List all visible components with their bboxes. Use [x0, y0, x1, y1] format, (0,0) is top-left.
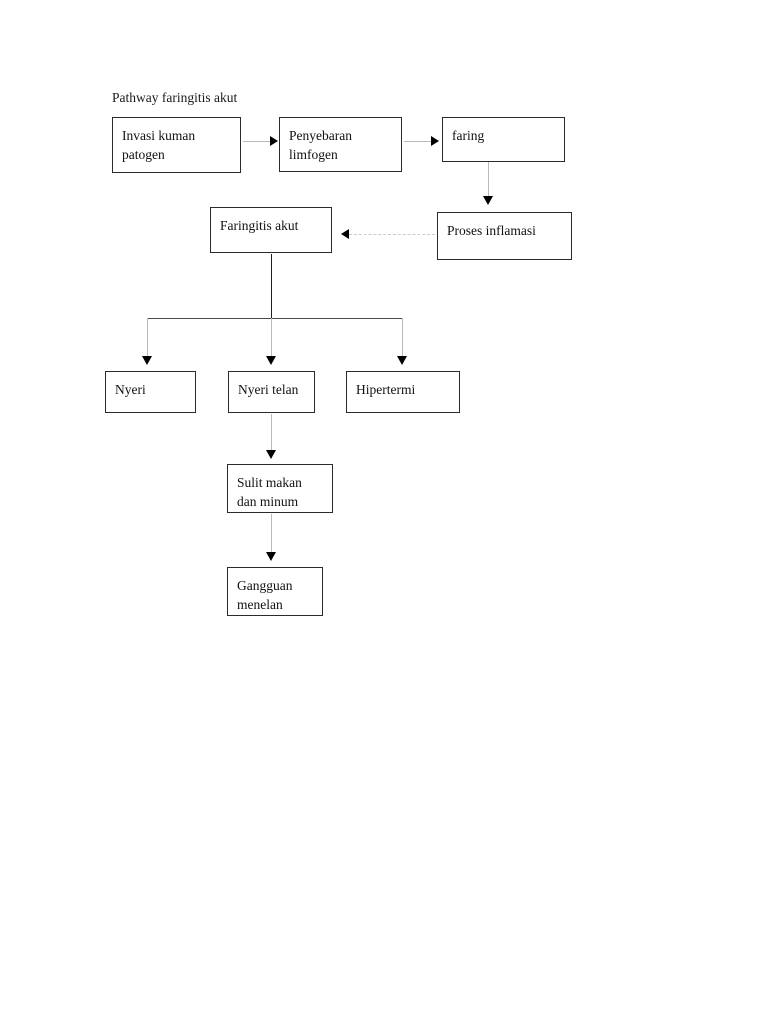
arrowhead-right-icon [431, 136, 439, 146]
connector-proses-inflamasi-to-faringitis-akut [349, 234, 435, 235]
node-invasi-kuman-patogen: Invasi kuman patogen [112, 117, 241, 173]
node-nyeri-telan: Nyeri telan [228, 371, 315, 413]
connector-invasi-to-penyebaran [243, 141, 271, 142]
node-faringitis-akut: Faringitis akut [210, 207, 332, 253]
node-hipertermi: Hipertermi [346, 371, 460, 413]
node-proses-inflamasi: Proses inflamasi [437, 212, 572, 260]
connector-branch-to-hipertermi [402, 318, 403, 358]
connector-branch-bar [147, 318, 402, 319]
arrowhead-down-icon [266, 552, 276, 561]
page-title: Pathway faringitis akut [112, 90, 238, 105]
connector-faring-to-proses-inflamasi [488, 162, 489, 198]
connector-branch-to-nyeri [147, 318, 148, 358]
connector-faringitis-akut-trunk [271, 254, 272, 319]
node-nyeri: Nyeri [105, 371, 196, 413]
connector-branch-to-nyeri-telan [271, 318, 272, 358]
connector-nyeri-telan-to-sulit-makan [271, 414, 272, 452]
arrowhead-down-icon [266, 450, 276, 459]
arrowhead-down-icon [142, 356, 152, 365]
arrowhead-down-icon [483, 196, 493, 205]
node-gangguan-menelan: Gangguan menelan [227, 567, 323, 616]
connector-sulit-makan-to-gangguan-menelan [271, 514, 272, 554]
arrowhead-down-icon [397, 356, 407, 365]
node-faring: faring [442, 117, 565, 162]
arrowhead-left-icon [341, 229, 349, 239]
node-penyebaran-limfogen: Penyebaran limfogen [279, 117, 402, 172]
node-sulit-makan-dan-minum: Sulit makan dan minum [227, 464, 333, 513]
connector-penyebaran-to-faring [404, 141, 432, 142]
arrowhead-right-icon [270, 136, 278, 146]
arrowhead-down-icon [266, 356, 276, 365]
